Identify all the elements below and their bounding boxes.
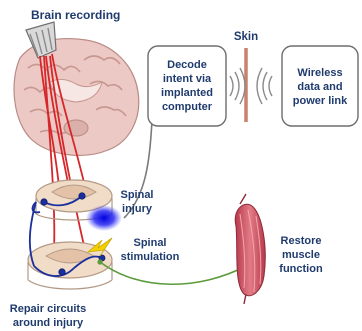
repair-circuits-text: Repair circuits around injury [10, 303, 86, 329]
spinal-stimulation-line-1: Spinal [133, 237, 166, 249]
restore-line-2: muscle [282, 249, 320, 261]
spinal-injury-line-1: Spinal [120, 189, 153, 201]
wireless-text-line-3: power link [293, 95, 348, 107]
decoder-text-line-3: implanted [161, 87, 213, 99]
spinal-injury-marker [86, 205, 122, 231]
decoder-text-line-2: intent via [163, 73, 212, 85]
restore-line-3: function [279, 263, 323, 275]
stimulation-electrode [97, 259, 102, 264]
decoder-box [148, 46, 226, 126]
decoder-text-line-1: Decode [167, 59, 207, 71]
spinal-stimulation-line-2: stimulation [121, 251, 180, 263]
spinal-stimulation-text: Spinal stimulation [121, 237, 180, 263]
stimulation-lead-wire [100, 262, 246, 284]
wireless-signal-icon [230, 68, 272, 104]
restore-line-1: Restore [281, 235, 322, 247]
repair-line-2: around injury [13, 317, 84, 329]
spinal-injury-text: Spinal injury [120, 189, 153, 215]
brain-illustration [14, 39, 139, 156]
wireless-text-line-1: Wireless [297, 67, 342, 79]
brain-recording-label: Brain recording [31, 8, 120, 22]
skin-label: Skin [234, 31, 258, 43]
spinal-injury-line-2: injury [122, 203, 153, 215]
wireless-text-line-2: data and [297, 81, 342, 93]
muscle-illustration [235, 194, 265, 304]
decoder-text-line-4: computer [162, 101, 213, 113]
wireless-text: Wireless data and power link [293, 67, 348, 107]
restore-function-text: Restore muscle function [279, 235, 323, 275]
repair-line-1: Repair circuits [10, 303, 86, 315]
